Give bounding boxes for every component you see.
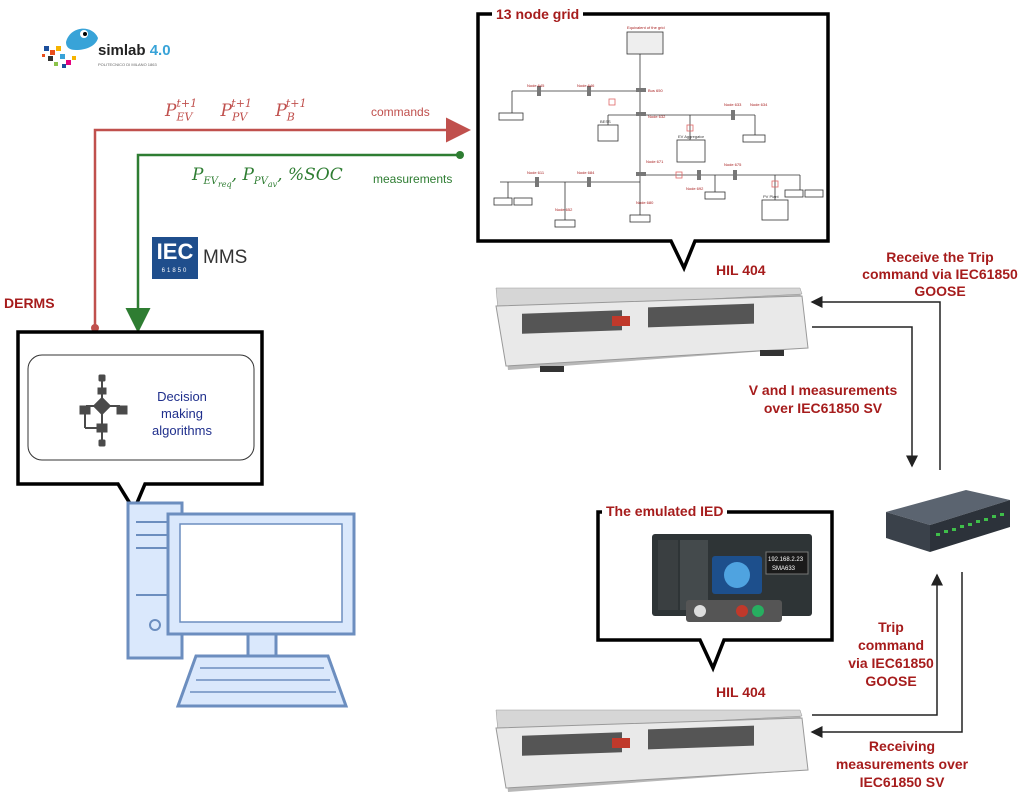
grid-node-label: Bus 650 — [648, 88, 663, 93]
grid-node-label: EV Aggregator — [678, 134, 705, 139]
measurements-label: measurements — [373, 172, 453, 186]
iec-logo-sub: 61850 — [161, 268, 189, 274]
logo-subtitle: POLITECNICO DI MILANO 1863 — [98, 62, 157, 67]
flowchart-icon — [79, 374, 128, 447]
grid-node-label: Node 652 — [555, 207, 573, 212]
grid-node-label: Node 680 — [636, 200, 654, 205]
hil-bottom-label: HIL 404 — [716, 684, 766, 700]
grid-node-label: Node 684 — [577, 170, 595, 175]
iec-logo-text: IEC — [156, 239, 194, 264]
grid-node-label: Node 692 — [686, 186, 704, 191]
sv-top-line — [812, 326, 918, 468]
grid-node-label: PV Plant — [763, 194, 779, 199]
mms-label: MMS — [203, 247, 248, 268]
derms-label: DERMS — [4, 295, 55, 311]
ied-ip: 192.168.2.23 — [768, 557, 804, 563]
receive-trip-text: Receive the Trip command via IEC61850 GO… — [862, 249, 1018, 299]
grid-node-labels: Equivalent of the grid Bus 650 Node 632 … — [527, 25, 779, 212]
grid-schematic — [493, 31, 824, 228]
ied-device — [652, 534, 812, 622]
derms-bubble — [16, 330, 264, 514]
pc-monitor — [166, 512, 356, 708]
goose-top-line — [810, 296, 941, 470]
ied-title: The emulated IED — [602, 503, 728, 519]
grid-bubble — [476, 12, 830, 273]
grid-node-label: Node 633 — [724, 102, 742, 107]
hil-top-device — [495, 287, 809, 372]
grid-node-label: BESS — [600, 119, 611, 124]
decision-making-text: Decision making algorithms — [152, 389, 212, 438]
grid-node-label: Node 634 — [750, 102, 768, 107]
trip-command-text: Trip command via IEC61850 GOOSE — [848, 619, 934, 689]
ied-device-name: SMA633 — [772, 566, 796, 572]
hil-top-label: HIL 404 — [716, 262, 766, 278]
grid-node-label: Node 646 — [577, 83, 595, 88]
network-switch-icon — [886, 490, 1010, 552]
grid-node-label: Node 632 — [648, 114, 666, 119]
commands-label: commands — [371, 105, 430, 119]
logo-version: 4.0 — [149, 42, 171, 59]
chameleon-icon — [42, 28, 98, 68]
receiving-measurements-text: Receiving measurements over IEC61850 SV — [835, 738, 969, 790]
grid-node-label: Equivalent of the grid — [627, 25, 665, 30]
grid-node-label: Node 645 — [527, 83, 545, 88]
iec-logo: IEC 61850 — [152, 237, 198, 279]
vi-measurements-text: V and I measurements over IEC61850 SV — [748, 382, 898, 416]
logo-name: simlab — [98, 42, 146, 59]
sv-bottom-line — [810, 572, 963, 738]
grid-node-label: Node 611 — [527, 170, 545, 175]
simlab-logo: simlab 4.0 POLITECNICO DI MILANO 1863 — [40, 20, 180, 80]
goose-bottom-line — [812, 573, 943, 716]
commands-line — [91, 117, 471, 332]
measurements-line — [125, 151, 464, 333]
grid-title: 13 node grid — [492, 6, 584, 22]
hil-bottom-device — [495, 709, 809, 792]
grid-node-label: Node 675 — [724, 162, 742, 167]
command-vars: PEVt+1 PPVt+1 PBt+1 — [165, 97, 307, 124]
grid-node-label: Node 671 — [646, 159, 664, 164]
measurement-vars: PEVreq, PPVav, %SOC — [192, 165, 343, 190]
